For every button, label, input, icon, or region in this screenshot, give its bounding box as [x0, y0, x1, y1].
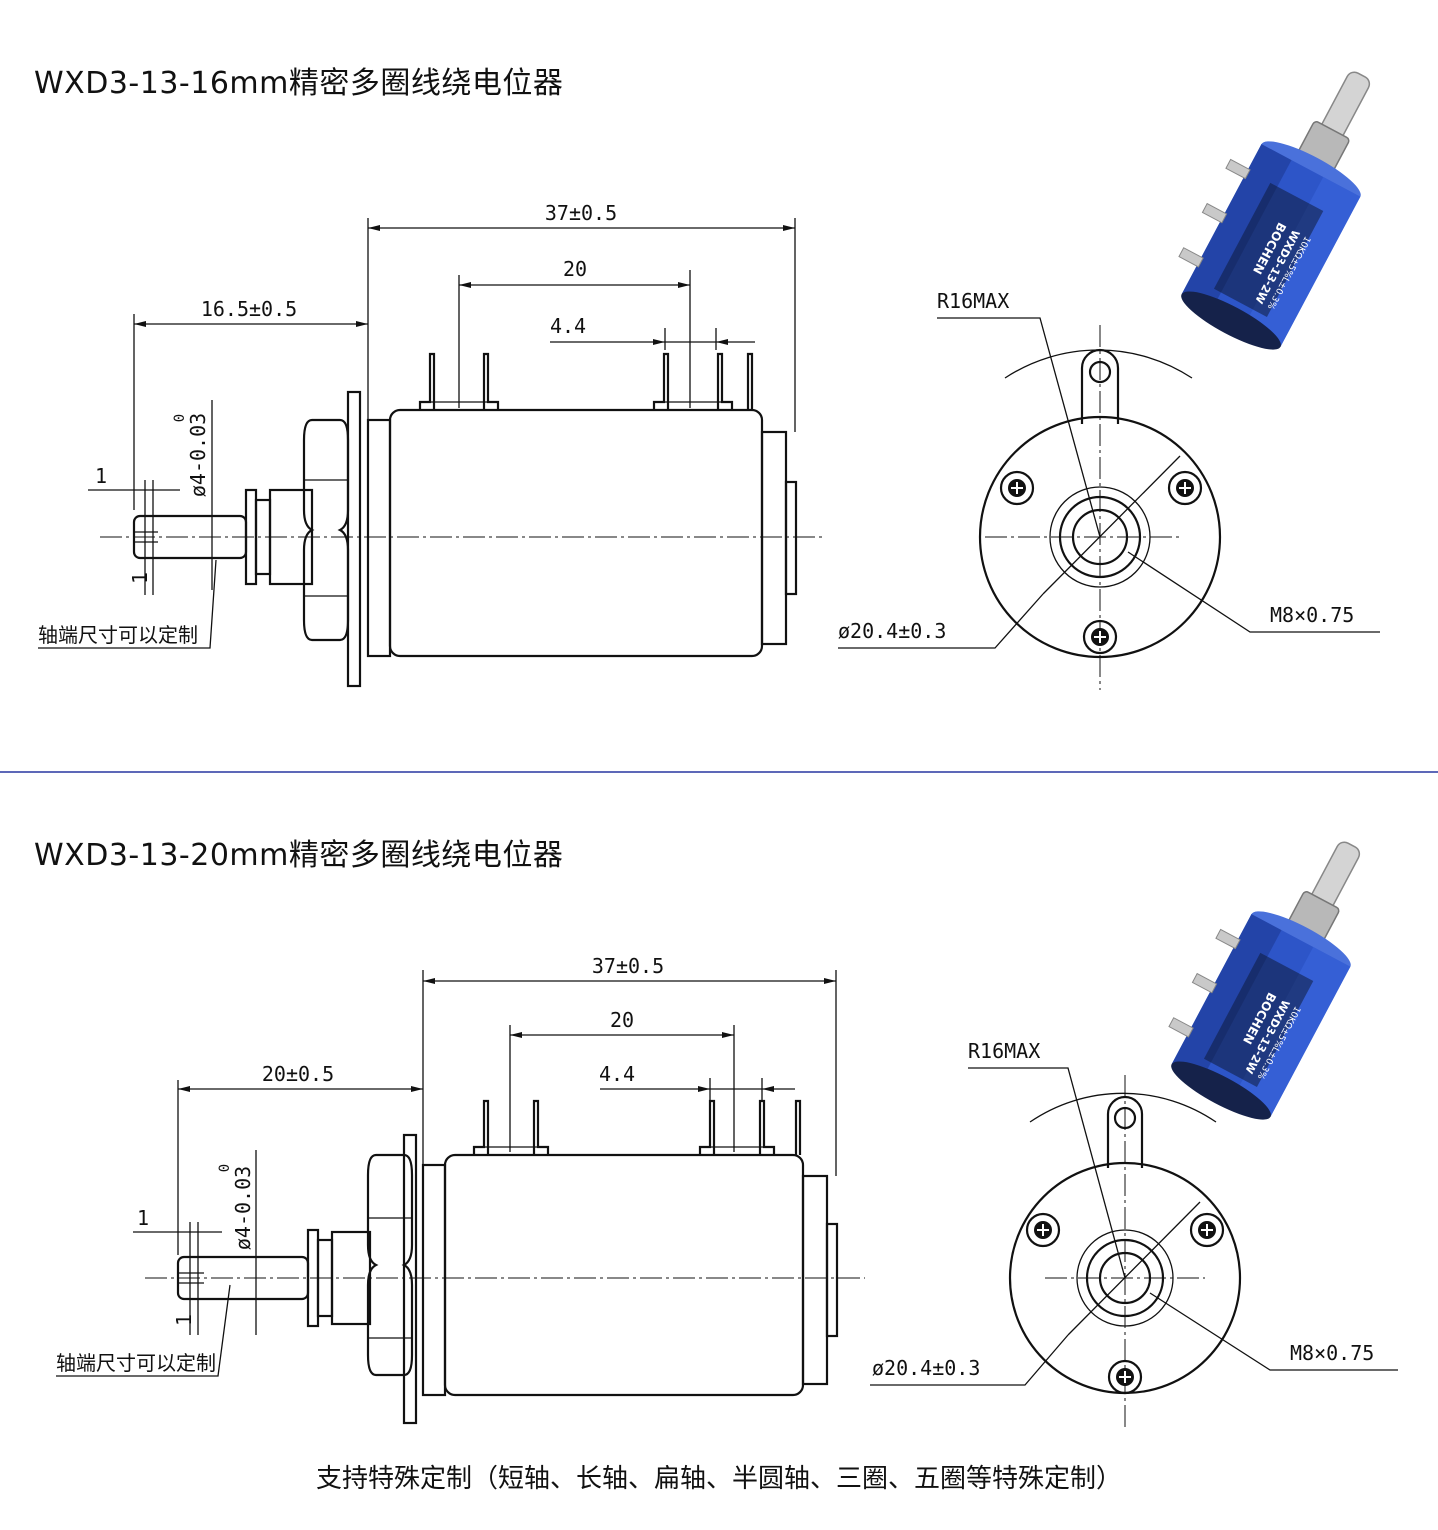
- note-shaft-custom-2: 轴端尺寸可以定制: [56, 1351, 216, 1375]
- dim-thread: M8×0.75: [1270, 603, 1354, 627]
- product-photo-20mm: BOCHEN WXD3-13-2W 10KΩ±5%L±0.3%: [1168, 841, 1361, 1120]
- dim-radius: R16MAX: [937, 289, 1009, 313]
- dim-slot-depth-2: 1: [172, 1314, 196, 1326]
- footer-customization-note: 支持特殊定制（短轴、长轴、扁轴、半圆轴、三圈、五圈等特殊定制）: [315, 1464, 1122, 1494]
- side-view-20mm: 37±0.5 20 4.4 20±0.5 ø4-0.03 0 1 1: [56, 954, 865, 1425]
- dim-radius-2: R16MAX: [968, 1039, 1040, 1063]
- dim-overall-length: 37±0.5: [545, 201, 617, 225]
- dim-shaft-length-2: 20±0.5: [262, 1062, 334, 1086]
- section-divider: [0, 771, 1438, 773]
- dim-slot-depth: 1: [128, 572, 152, 584]
- dim-shaft-tol-2: 0: [217, 1164, 233, 1172]
- front-view-16mm: R16MAX ø20.4±0.3 M8×0.75: [838, 289, 1380, 690]
- dim-shaft-length: 16.5±0.5: [201, 297, 297, 321]
- dim-pin-span-2: 20: [610, 1008, 634, 1032]
- dim-shaft-diameter-2: ø4-0.03: [231, 1166, 255, 1250]
- dim-pin-width: 4.4: [550, 314, 586, 338]
- dim-thread-2: M8×0.75: [1290, 1341, 1374, 1365]
- front-view-20mm: R16MAX ø20.4±0.3 M8×0.75: [870, 1039, 1398, 1430]
- dim-slot-width-2: 1: [137, 1206, 149, 1230]
- note-shaft-custom: 轴端尺寸可以定制: [38, 623, 198, 647]
- drawing-title-16mm: WXD3-13-16mm精密多圈线绕电位器: [34, 66, 564, 101]
- dim-overall-length-2: 37±0.5: [592, 954, 664, 978]
- dim-slot-width: 1: [95, 464, 107, 488]
- dim-shaft-tol: 0: [172, 414, 188, 422]
- dim-pin-width-2: 4.4: [599, 1062, 635, 1086]
- side-view-16mm: 37±0.5 20 4.4 16.5±0.5 ø4-0.03 0 1 1: [38, 201, 825, 688]
- dim-shaft-diameter: ø4-0.03: [186, 413, 210, 497]
- drawing-title-20mm: WXD3-13-20mm精密多圈线绕电位器: [34, 838, 564, 873]
- product-photo-16mm: BOCHEN WXD3-13-2W 10KΩ±5%L±0.3%: [1178, 71, 1371, 350]
- dim-pin-span: 20: [563, 257, 587, 281]
- dim-body-diameter: ø20.4±0.3: [838, 619, 946, 643]
- dim-body-diameter-2: ø20.4±0.3: [872, 1356, 980, 1380]
